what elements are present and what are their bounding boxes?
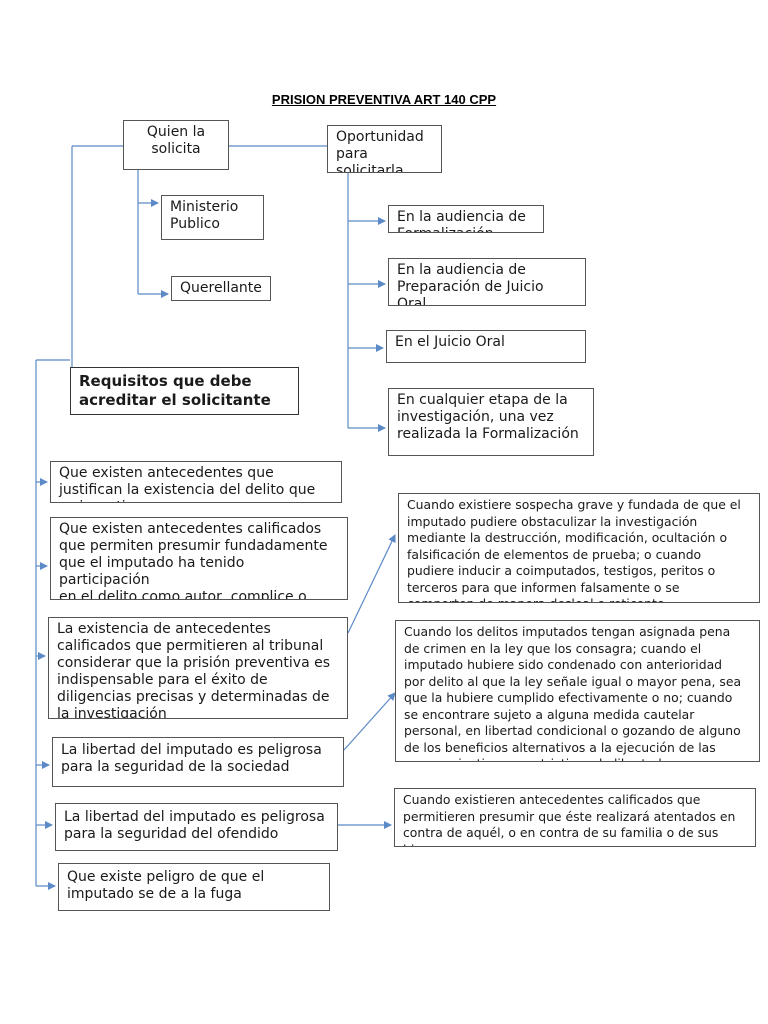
node-audiencia-formalizacion: En la audiencia de Formalización	[388, 205, 544, 233]
node-label: En la audiencia de Preparación de Juicio…	[397, 262, 544, 306]
node-label: Que existen antecedentes calificados que…	[59, 521, 328, 600]
node-req-peligro-fuga: Que existe peligro de que el imputado se…	[58, 863, 330, 911]
node-label: Quien la solicita	[146, 124, 206, 157]
node-req-seguridad-ofendido: La libertad del imputado es peligrosa pa…	[55, 803, 338, 851]
node-req-exito-diligencias: La existencia de antecedentes calificado…	[48, 617, 348, 719]
node-label: En la audiencia de Formalización	[397, 209, 526, 232]
node-quien-la-solicita: Quien la solicita	[123, 120, 229, 170]
node-label: Cuando existiere sospecha grave y fundad…	[407, 497, 741, 602]
node-req-participacion: Que existen antecedentes calificados que…	[50, 517, 348, 600]
node-label: Oportunidad para solicitarla	[336, 129, 424, 173]
node-cualquier-etapa: En cualquier etapa de la investigación, …	[388, 388, 594, 456]
node-label: Que existe peligro de que el imputado se…	[67, 869, 265, 902]
node-detalle-peligro-sociedad: Cuando los delitos imputados tengan asig…	[395, 620, 760, 762]
node-ministerio-publico: Ministerio Publico	[161, 195, 264, 240]
node-requisitos: Requisitos que debe acreditar el solicit…	[70, 367, 299, 415]
node-label: Requisitos que debe acreditar el solicit…	[79, 372, 271, 409]
node-label: La libertad del imputado es peligrosa pa…	[61, 742, 322, 775]
node-label: En cualquier etapa de la investigación, …	[397, 392, 579, 442]
node-juicio-oral: En el Juicio Oral	[386, 330, 586, 363]
node-label: Querellante	[180, 280, 262, 296]
node-req-seguridad-sociedad: La libertad del imputado es peligrosa pa…	[52, 737, 344, 787]
node-label: Cuando existieren antecedentes calificad…	[403, 792, 736, 846]
diagram-title: PRISION PREVENTIVA ART 140 CPP	[271, 92, 497, 107]
node-detalle-obstaculizar: Cuando existiere sospecha grave y fundad…	[398, 493, 760, 603]
node-label: Ministerio Publico	[170, 199, 239, 232]
node-label: La libertad del imputado es peligrosa pa…	[64, 809, 325, 842]
node-oportunidad: Oportunidad para solicitarla	[327, 125, 442, 173]
node-label: Cuando los delitos imputados tengan asig…	[404, 624, 742, 761]
node-audiencia-preparacion: En la audiencia de Preparación de Juicio…	[388, 258, 586, 306]
node-label: Que existen antecedentes que justifican …	[59, 465, 316, 502]
node-label: La existencia de antecedentes calificado…	[57, 621, 331, 719]
node-detalle-peligro-ofendido: Cuando existieren antecedentes calificad…	[394, 788, 756, 847]
node-label: En el Juicio Oral	[395, 334, 505, 350]
node-req-existencia-delito: Que existen antecedentes que justifican …	[50, 461, 342, 503]
node-querellante: Querellante	[171, 276, 271, 301]
